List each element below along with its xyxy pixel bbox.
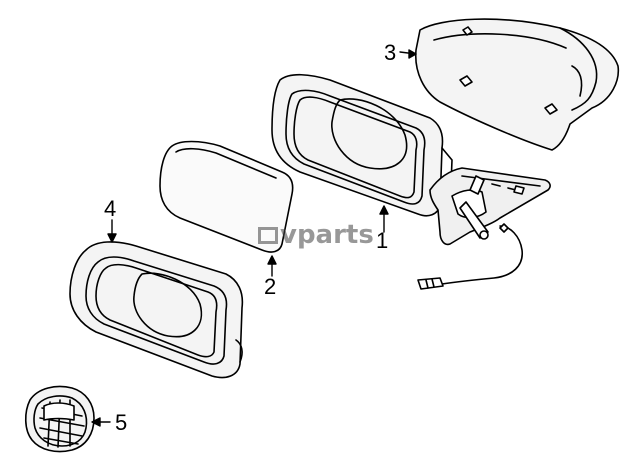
vparts-watermark: vparts bbox=[258, 220, 374, 250]
vparts-logo-icon bbox=[258, 227, 278, 244]
callout-5: 5 bbox=[115, 410, 128, 435]
arrow-5 bbox=[91, 417, 101, 427]
callout-1: 1 bbox=[376, 228, 389, 253]
mirror-housing-cover bbox=[415, 18, 620, 151]
callout-3: 3 bbox=[384, 40, 397, 65]
mirror-motor bbox=[24, 385, 95, 453]
callout-4: 4 bbox=[104, 196, 117, 221]
leader-lines bbox=[91, 49, 417, 427]
mirror-glass bbox=[159, 140, 294, 253]
watermark-text: vparts bbox=[280, 220, 374, 250]
arrow-4 bbox=[107, 233, 117, 243]
callout-2: 2 bbox=[264, 274, 277, 299]
arrow-2 bbox=[267, 255, 277, 265]
arrow-1 bbox=[379, 205, 389, 215]
arrow-3 bbox=[408, 49, 417, 59]
mirror-bezel bbox=[69, 241, 244, 379]
mirror-assembly bbox=[271, 73, 551, 290]
